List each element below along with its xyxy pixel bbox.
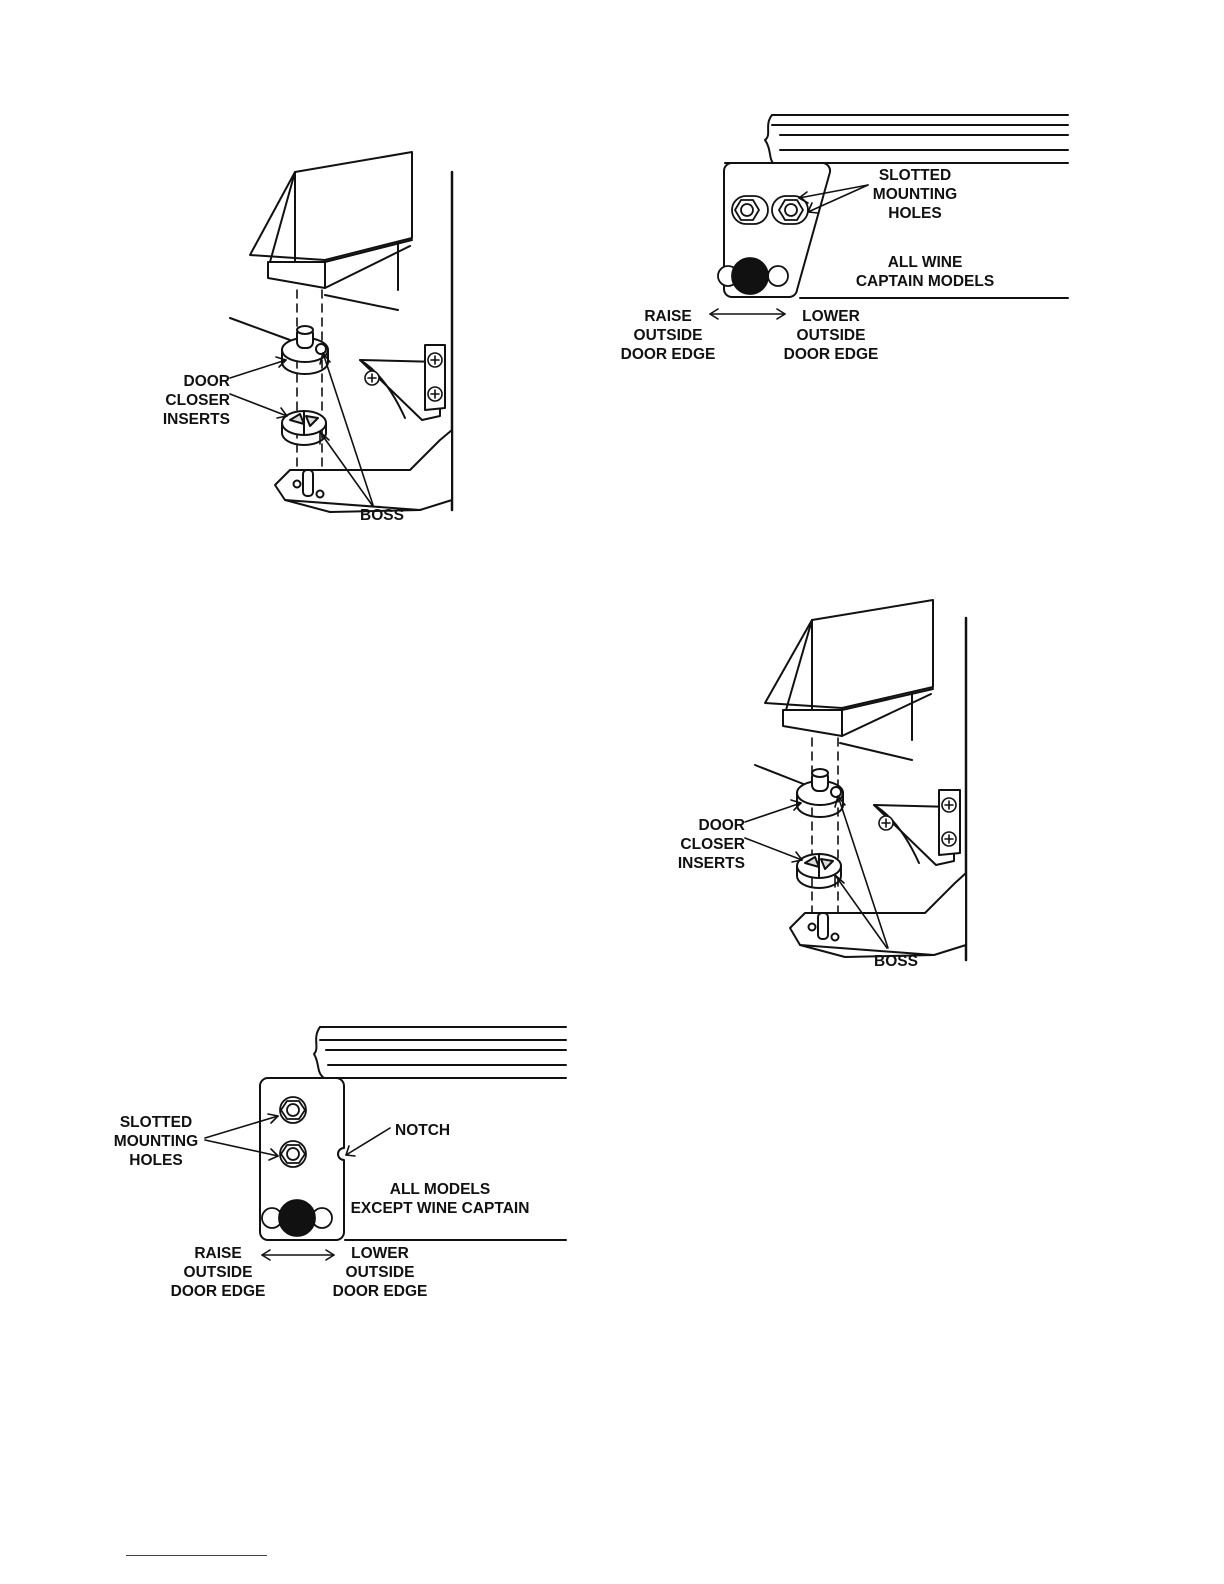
plate-drawing-standard bbox=[0, 1010, 600, 1340]
hinge-drawing bbox=[600, 580, 1224, 1000]
label-line: OUTSIDE bbox=[618, 326, 718, 345]
label-line: DOOR EDGE bbox=[618, 345, 718, 364]
lower-outside-door-edge-label: LOWER OUTSIDE DOOR EDGE bbox=[781, 307, 881, 364]
label-line: MOUNTING bbox=[106, 1132, 206, 1151]
label-line: OUTSIDE bbox=[168, 1263, 268, 1282]
label-line: DOOR EDGE bbox=[330, 1282, 430, 1301]
all-models-except-wine-captain-label: ALL MODELS EXCEPT WINE CAPTAIN bbox=[342, 1180, 538, 1218]
label-line: LOWER bbox=[330, 1244, 430, 1263]
label-line: CAPTAIN MODELS bbox=[845, 272, 1005, 291]
label-line: DOOR bbox=[665, 816, 745, 835]
label-line: RAISE bbox=[168, 1244, 268, 1263]
label-line: ALL WINE bbox=[845, 253, 1005, 272]
label-line: DOOR bbox=[150, 372, 230, 391]
label-line: RAISE bbox=[618, 307, 718, 326]
label-line: CLOSER bbox=[150, 391, 230, 410]
label-line: SLOTTED bbox=[106, 1113, 206, 1132]
label-line: LOWER bbox=[781, 307, 881, 326]
raise-outside-door-edge-label: RAISE OUTSIDE DOOR EDGE bbox=[168, 1244, 268, 1301]
label-line: INSERTS bbox=[150, 410, 230, 429]
hinge-drawing bbox=[0, 0, 600, 560]
boss-label: BOSS bbox=[360, 506, 404, 525]
label-line: DOOR EDGE bbox=[781, 345, 881, 364]
slotted-mounting-holes-label: SLOTTED MOUNTING HOLES bbox=[855, 166, 975, 223]
hinge-diagram-top: DOOR CLOSER INSERTS BOSS bbox=[0, 0, 600, 560]
boss-label: BOSS bbox=[874, 952, 918, 971]
label-line: OUTSIDE bbox=[781, 326, 881, 345]
mounting-plate-standard: SLOTTED MOUNTING HOLES NOTCH ALL MODELS … bbox=[0, 1010, 600, 1340]
label-line: INSERTS bbox=[665, 854, 745, 873]
hinge-diagram-bottom: DOOR CLOSER INSERTS BOSS bbox=[600, 580, 1224, 1000]
lower-outside-door-edge-label: LOWER OUTSIDE DOOR EDGE bbox=[330, 1244, 430, 1301]
label-line: OUTSIDE bbox=[330, 1263, 430, 1282]
label-line: SLOTTED bbox=[855, 166, 975, 185]
footer-link-underline[interactable] bbox=[126, 1555, 267, 1556]
label-line: CLOSER bbox=[665, 835, 745, 854]
label-line: MOUNTING bbox=[855, 185, 975, 204]
mounting-plate-wine-captain: SLOTTED MOUNTING HOLES ALL WINE CAPTAIN … bbox=[600, 0, 1224, 420]
raise-outside-door-edge-label: RAISE OUTSIDE DOOR EDGE bbox=[618, 307, 718, 364]
label-line: HOLES bbox=[855, 204, 975, 223]
all-wine-captain-models-label: ALL WINE CAPTAIN MODELS bbox=[845, 253, 1005, 291]
notch-label: NOTCH bbox=[395, 1121, 450, 1140]
label-line: ALL MODELS bbox=[342, 1180, 538, 1199]
slotted-mounting-holes-label: SLOTTED MOUNTING HOLES bbox=[106, 1113, 206, 1170]
label-line: EXCEPT WINE CAPTAIN bbox=[342, 1199, 538, 1218]
label-line: HOLES bbox=[106, 1151, 206, 1170]
door-closer-inserts-label: DOOR CLOSER INSERTS bbox=[150, 372, 230, 429]
door-closer-inserts-label: DOOR CLOSER INSERTS bbox=[665, 816, 745, 873]
label-line: DOOR EDGE bbox=[168, 1282, 268, 1301]
